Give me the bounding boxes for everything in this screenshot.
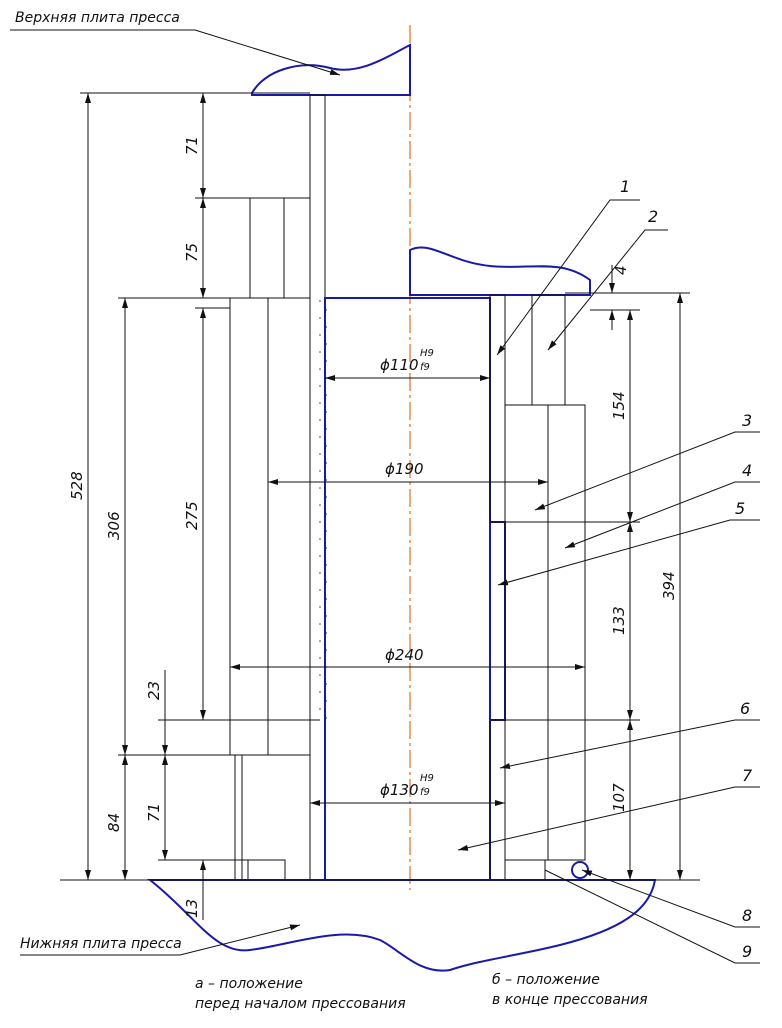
- callout-numbers: 1 2 3 4 5 6 7 8 9: [620, 177, 753, 961]
- position-b-line1: б – положение: [492, 972, 600, 988]
- dim-154: 154: [610, 391, 628, 420]
- callout-4: 4: [742, 461, 752, 480]
- dia-110-lower-tol: f9: [420, 362, 430, 373]
- dim-4: 4: [612, 265, 630, 275]
- dim-528: 528: [68, 471, 86, 500]
- ring-9: [571, 861, 589, 879]
- right-powder: [490, 522, 505, 720]
- dim-71-bottom: 71: [145, 803, 163, 822]
- callout-9: 9: [742, 942, 752, 961]
- position-a-line2: перед началом прессования: [195, 996, 406, 1012]
- position-b-line2: в конце прессования: [492, 992, 648, 1008]
- callout-2: 2: [648, 207, 658, 226]
- callout-leaders: [10, 29, 760, 964]
- right-punch-plate: [409, 246, 591, 296]
- callout-3: 3: [742, 411, 752, 430]
- left-powder: [317, 298, 327, 720]
- right-die-outer: [547, 404, 586, 861]
- left-spacer-block: [249, 197, 285, 299]
- callout-1: 1: [620, 177, 630, 196]
- left-bottom-block: [247, 859, 286, 881]
- callout-8: 8: [742, 906, 752, 925]
- position-a-line1: а – положение: [195, 976, 303, 992]
- callout-7: 7: [742, 766, 753, 785]
- dia-130-upper-tol: H9: [420, 773, 434, 784]
- left-support-column: [234, 754, 243, 881]
- right-die-inner: [504, 404, 549, 861]
- dia-240: ϕ240: [385, 646, 424, 664]
- dim-23: 23: [145, 681, 163, 700]
- dia-110: ϕ110: [380, 356, 419, 374]
- dim-133: 133: [610, 606, 628, 635]
- bottom-plate-label: Нижняя плита пресса: [20, 936, 182, 952]
- dia-110-upper-tol: H9: [420, 348, 434, 359]
- dim-107: 107: [610, 783, 628, 812]
- lower-press-plate: [147, 879, 657, 972]
- right-bottom-block: [504, 859, 546, 881]
- top-plate-label: Верхняя плита пресса: [15, 10, 180, 26]
- dia-190: ϕ190: [385, 460, 424, 478]
- left-die-outer: [229, 297, 269, 756]
- dim-275: 275: [183, 501, 201, 530]
- dim-13: 13: [183, 899, 201, 918]
- left-die-inner: [267, 297, 311, 756]
- dia-130: ϕ130: [380, 781, 419, 799]
- dim-75: 75: [183, 243, 201, 262]
- callout-5: 5: [735, 499, 745, 518]
- upper-press-plate: [251, 43, 411, 96]
- dimension-lines: [80, 92, 690, 920]
- dim-71-top: 71: [183, 136, 201, 155]
- callout-6: 6: [740, 699, 750, 718]
- dia-130-lower-tol: f9: [420, 787, 430, 798]
- dim-84: 84: [105, 813, 123, 832]
- dim-394: 394: [660, 571, 678, 600]
- dimension-values: 528 306 84 71 75 275 23 71 13 4 154 133 …: [68, 136, 678, 918]
- dim-306: 306: [105, 511, 123, 540]
